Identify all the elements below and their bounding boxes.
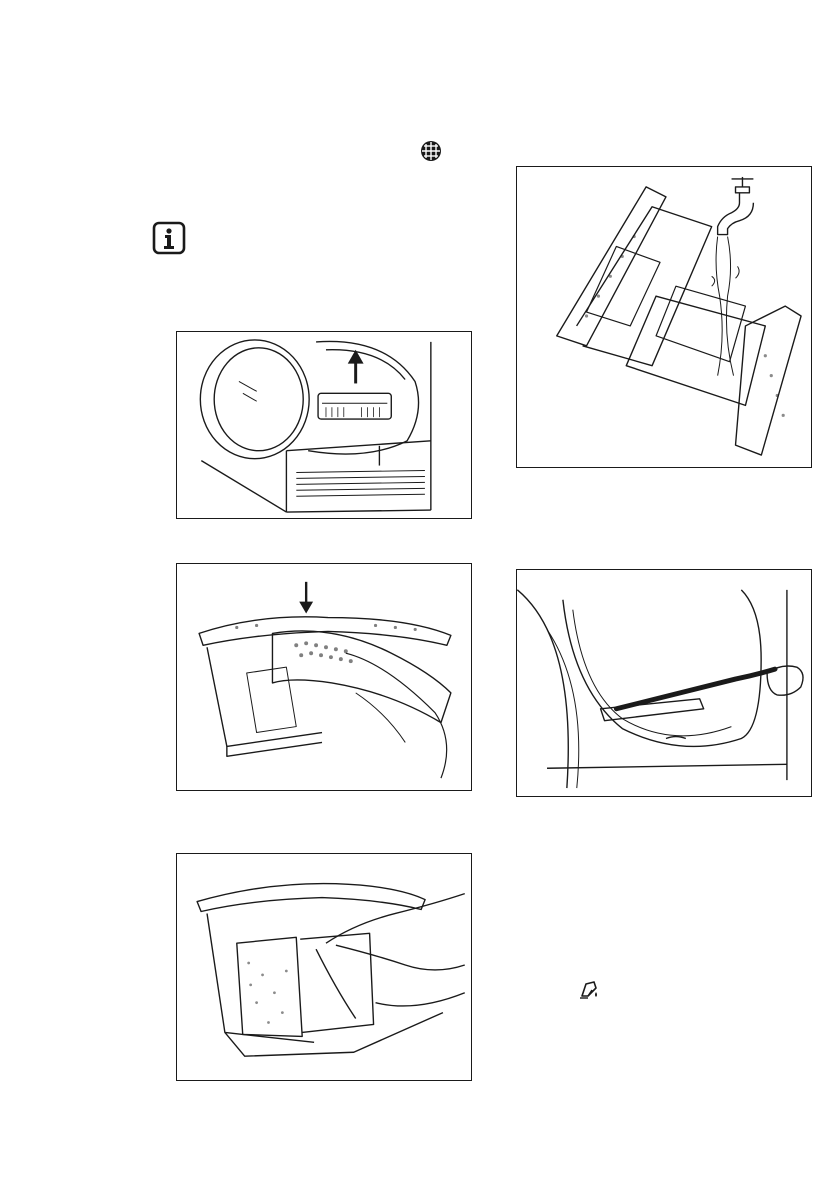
figure-vacuum-filter-seat [516, 569, 812, 797]
globe-grid-icon [420, 140, 442, 162]
figure-filter-rinse [516, 166, 812, 468]
figure-filter-clean [176, 853, 472, 1081]
cleaning-brush-icon [578, 978, 604, 1002]
info-icon [152, 221, 186, 255]
figure-filter-open [176, 563, 472, 791]
figure-dryer-filter-removal [176, 331, 472, 519]
